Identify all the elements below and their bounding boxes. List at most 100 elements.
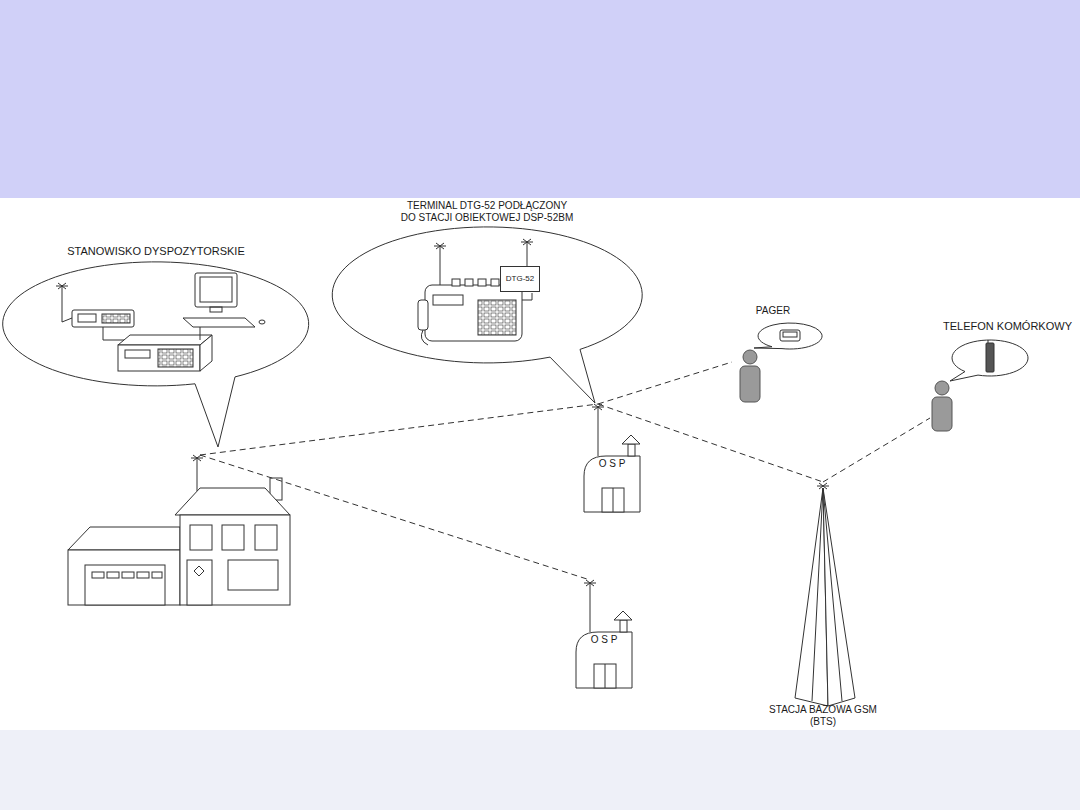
- dispatcher-equipment: [200, 277, 232, 302]
- dispatcher-house: [190, 525, 212, 550]
- dispatcher-equipment: [259, 320, 265, 324]
- terminal-equipment: [452, 279, 460, 286]
- dispatcher-house: [137, 572, 149, 578]
- gsm-tower: [795, 488, 828, 706]
- gsm-tower: [823, 488, 855, 706]
- dispatcher-house: [68, 455, 290, 605]
- terminal-equipment: [521, 239, 533, 245]
- gsm-tower: [795, 483, 855, 706]
- gsm-tower: [823, 488, 842, 701]
- dispatcher-house: [180, 515, 290, 605]
- gsm-tower: [812, 488, 823, 701]
- terminal-equipment: [522, 293, 532, 300]
- dispatcher-equipment: [62, 318, 72, 322]
- dispatcher-house: [68, 550, 180, 605]
- node-outline-part: [332, 227, 642, 403]
- terminal-equipment: [418, 239, 533, 345]
- dispatcher-equipment: [56, 283, 68, 289]
- node-outline-part: [986, 343, 994, 372]
- dispatcher-equipment: [125, 350, 150, 358]
- dispatcher-house: [122, 572, 134, 578]
- person-figure: [935, 381, 949, 395]
- node-outline: [330, 198, 648, 412]
- dispatcher-equipment: [72, 310, 134, 327]
- dispatcher-house: [68, 527, 180, 550]
- terminal-equipment: [425, 285, 522, 341]
- dispatcher-house: [255, 525, 277, 550]
- dispatcher-equipment: [78, 314, 96, 322]
- dispatcher-house: [107, 572, 119, 578]
- fire-station-node: O S P: [582, 404, 642, 513]
- dispatcher-equipment: [195, 273, 237, 307]
- terminal-equipment: [527, 241, 528, 266]
- node-label: O S P: [582, 458, 642, 470]
- node-label: STACJA BAZOWA GSM (BTS): [762, 704, 884, 728]
- fire-station: [576, 404, 640, 688]
- dispatcher-house: [152, 572, 162, 578]
- terminal-equipment: [440, 245, 441, 285]
- speech-bubble: TELEFON KOMÓRKOWY: [930, 318, 1076, 432]
- dispatcher-equipment: [158, 349, 193, 367]
- node-outline: [930, 318, 1076, 432]
- dispatcher-equipment: [62, 285, 63, 322]
- radio-link: [200, 404, 598, 455]
- terminal-equipment: [418, 300, 428, 330]
- node-outline-part: [3, 262, 309, 447]
- terminal-equipment: [478, 279, 486, 286]
- node-label: TERMINAL DTG-52 PODŁĄCZONY DO STACJI OBI…: [399, 200, 575, 224]
- node-label: DTG-52: [501, 274, 539, 284]
- terminal-equipment: [433, 295, 463, 305]
- radio-link: [200, 455, 590, 580]
- radio-link: [598, 362, 732, 404]
- dispatcher-house: [92, 572, 104, 578]
- radio-link: [598, 404, 823, 482]
- person-figure: [743, 350, 757, 364]
- node-outline-part: [754, 323, 822, 349]
- speech-bubble: PAGER: [732, 300, 826, 404]
- node-label: TELEFON KOMÓRKOWY: [930, 320, 1072, 333]
- node-outline-part: [783, 332, 797, 337]
- footer-band: [0, 730, 1080, 810]
- dispatcher-house: [222, 525, 244, 550]
- dispatcher-equipment: [210, 307, 222, 312]
- callout-bubble: STANOWISKO DYSPOZYTORSKIE: [0, 242, 312, 455]
- node-label: STANOWISKO DYSPOZYTORSKIE: [0, 245, 312, 258]
- header-band: [0, 0, 1080, 198]
- dispatcher-equipment: [56, 273, 265, 371]
- node-label: PAGER: [738, 305, 808, 317]
- dispatcher-equipment: [200, 335, 212, 371]
- dispatcher-equipment: [118, 335, 212, 345]
- dispatcher-equipment: [102, 314, 130, 323]
- terminal-equipment: [434, 243, 446, 249]
- callout-bubble: TERMINAL DTG-52 PODŁĄCZONY DO STACJI OBI…: [330, 198, 648, 412]
- node-label: O S P: [574, 634, 634, 646]
- dispatcher-equipment: [103, 327, 125, 340]
- dispatcher-house: [228, 560, 278, 590]
- dispatcher-house: [187, 560, 212, 605]
- terminal-equipment: [421, 330, 428, 345]
- node-outline-part: [950, 340, 1028, 381]
- dispatcher-house: [85, 565, 165, 605]
- node-outline-part: [988, 340, 989, 343]
- terminal-equipment: [465, 279, 473, 286]
- radio-link: [823, 418, 930, 482]
- dispatcher-house: [197, 457, 198, 491]
- node-outline: [0, 242, 312, 455]
- dispatcher-equipment: [183, 318, 255, 327]
- terminal-equipment: [491, 279, 499, 286]
- person-figure: [932, 397, 952, 431]
- base-station-node: STACJA BAZOWA GSM (BTS): [760, 482, 886, 730]
- dispatcher-house: [175, 488, 290, 515]
- node-outline: [760, 482, 886, 730]
- person-figure: [740, 366, 760, 402]
- device-label-box: DTG-52: [500, 266, 540, 292]
- fire-station-node: O S P: [574, 580, 634, 689]
- terminal-equipment: [478, 300, 516, 335]
- person-figure: [740, 350, 952, 431]
- dispatcher-house: [194, 566, 204, 576]
- node-outline-part: [780, 330, 800, 341]
- dispatcher-equipment: [118, 345, 200, 371]
